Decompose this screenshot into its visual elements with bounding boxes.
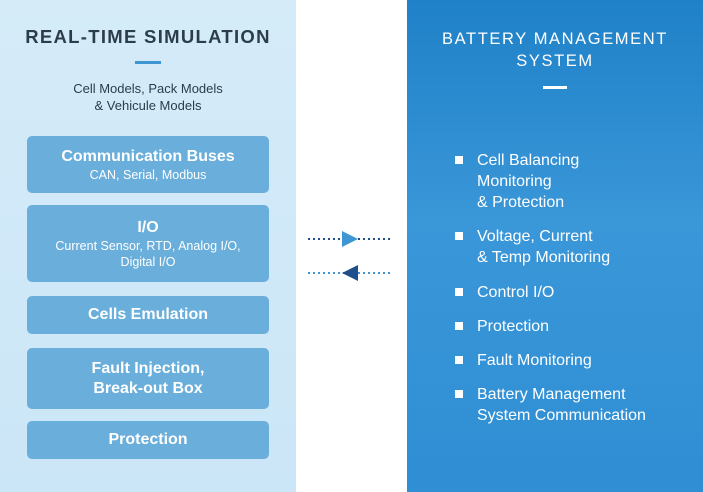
title-line: SYSTEM: [516, 52, 594, 70]
list-item-line: System Communication: [477, 407, 646, 424]
box-subtitle: CAN, Serial, Modbus: [89, 167, 207, 182]
battery-management-system-panel: BATTERY MANAGEMENT SYSTEM Cell Balancing…: [407, 0, 703, 492]
battery-management-system-title: BATTERY MANAGEMENT SYSTEM: [407, 28, 703, 72]
real-time-simulation-panel: REAL-TIME SIMULATION Cell Models, Pack M…: [0, 0, 296, 492]
box-title: Break-out Box: [93, 379, 203, 397]
box-subtitle: Current Sensor, RTD, Analog I/O,: [55, 238, 241, 253]
io-box: I/O Current Sensor, RTD, Analog I/O, Dig…: [27, 205, 269, 282]
box-title: I/O: [137, 218, 159, 236]
real-time-simulation-title: REAL-TIME SIMULATION: [25, 26, 271, 47]
bullet-square-icon: [455, 356, 463, 364]
box-subtitle: Digital I/O: [120, 254, 176, 269]
list-item-line: Control I/O: [477, 284, 555, 301]
bullet-square-icon: [455, 232, 463, 240]
title-underline: [543, 86, 567, 89]
title-underline: [135, 61, 161, 64]
box-title: Protection: [108, 431, 188, 448]
list-item-line: Cell Balancing: [477, 152, 580, 169]
list-item-line: Fault Monitoring: [477, 352, 592, 369]
bullet-square-icon: [455, 322, 463, 330]
list-item-line: & Protection: [477, 194, 565, 211]
list-item-line: Voltage, Current: [477, 228, 593, 245]
list-item-line: Battery Management: [477, 386, 626, 403]
list-item-line: Monitoring: [477, 173, 552, 190]
left-subtitle: Cell Models, Pack Models & Vehicule Mode…: [0, 80, 296, 114]
left-subtitle-line: & Vehicule Models: [94, 98, 202, 113]
arrow-right-icon: [308, 231, 392, 247]
box-title: Fault Injection,: [91, 359, 205, 377]
bullet-square-icon: [455, 390, 463, 398]
fault-injection-box: Fault Injection, Break-out Box: [27, 348, 269, 409]
title-line: BATTERY MANAGEMENT: [442, 30, 668, 48]
list-item-line: Protection: [477, 318, 550, 335]
arrow-left-icon: [308, 265, 392, 281]
protection-box: Protection: [27, 421, 269, 459]
box-title: Communication Buses: [61, 147, 235, 165]
bullet-square-icon: [455, 156, 463, 164]
cells-emulation-box: Cells Emulation: [27, 296, 269, 334]
bullet-square-icon: [455, 288, 463, 296]
left-subtitle-line: Cell Models, Pack Models: [73, 81, 223, 96]
communication-buses-box: Communication Buses CAN, Serial, Modbus: [27, 136, 269, 193]
box-title: Cells Emulation: [87, 306, 209, 323]
list-item-line: & Temp Monitoring: [477, 249, 611, 266]
